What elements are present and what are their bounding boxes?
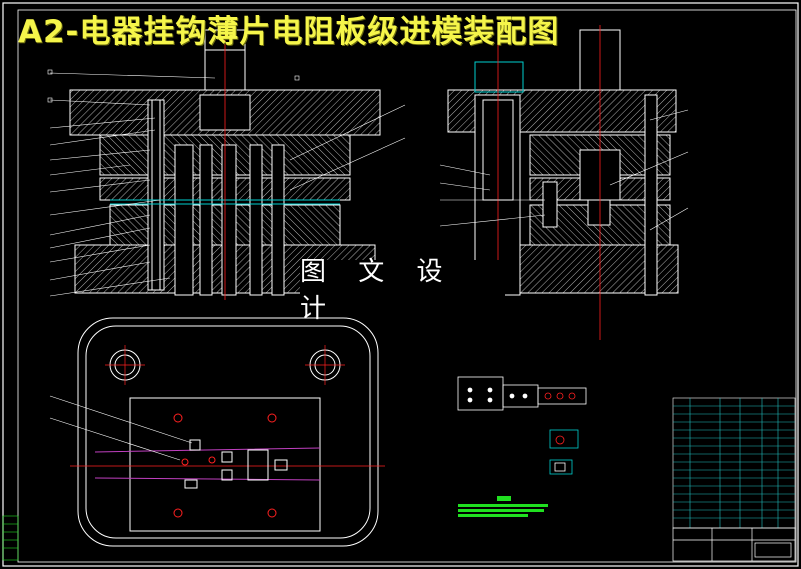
revision-block (2, 515, 19, 561)
bill-of-materials-table (672, 397, 796, 529)
title-block (672, 527, 796, 562)
strip-layout (457, 376, 587, 411)
lower-die-plan-view (70, 317, 385, 547)
watermark-label: 图 文 设 计 (300, 257, 505, 324)
sheet-inner-border (17, 9, 797, 563)
plan-view-leaders (49, 395, 193, 461)
front-section-view (69, 25, 381, 300)
front-view-leaders (49, 72, 406, 297)
marker-square (47, 97, 53, 103)
part-details (549, 429, 579, 475)
marker-square (294, 75, 300, 81)
parts-list-note (458, 496, 548, 517)
side-view-leaders (439, 109, 689, 231)
marker-square (47, 69, 53, 75)
drawing-title: A2-电器挂钩薄片电阻板级进模装配图 (18, 14, 560, 50)
